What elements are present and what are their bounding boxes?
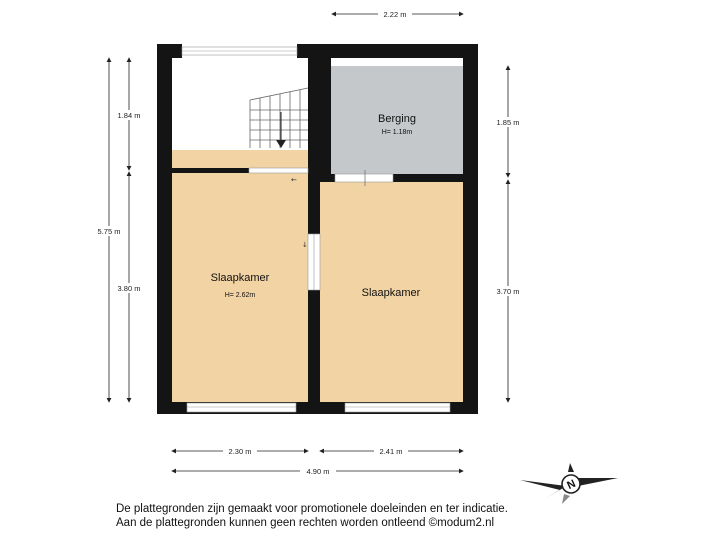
dim-top: 2.22 m (384, 10, 407, 19)
disclaimer: De plattegronden zijn gemaakt voor promo… (116, 502, 508, 530)
door-arrow-side-icon: ↓ (302, 241, 308, 249)
slaapkamer-left-floor (172, 172, 308, 402)
disclaimer-line-2: Aan de plattegronden kunnen geen rechten… (116, 517, 495, 529)
dim-left-lower: 3.80 m (118, 284, 141, 293)
room-name-slaapkamer-right: Slaapkamer (362, 287, 421, 299)
dim-right-upper: 1.85 m (497, 118, 520, 127)
stair-arrow-icon (276, 140, 286, 148)
disclaimer-line-1: De plattegronden zijn gemaakt voor promo… (116, 503, 508, 515)
room-name-slaapkamer-left: Slaapkamer (211, 272, 270, 284)
dim-left-upper: 1.84 m (118, 111, 141, 120)
landing-floor (172, 150, 308, 170)
dim-bottom-left: 2.30 m (229, 447, 252, 456)
staircase (249, 87, 309, 148)
dim-left-total: 5.75 m (98, 227, 121, 236)
windows (181, 46, 451, 413)
berging-floor (331, 66, 463, 174)
compass-icon: N (520, 463, 618, 504)
dim-bottom-total: 4.90 m (307, 467, 330, 476)
room-height-slaapkamer-left: H= 2.62m (225, 292, 256, 299)
slaapkamer-right-floor (320, 182, 463, 402)
room-name-berging: Berging (378, 113, 416, 125)
dim-right-lower: 3.70 m (497, 287, 520, 296)
door-arrow-top-icon: ← (291, 176, 297, 184)
room-height-berging: H= 1.18m (382, 129, 413, 136)
dim-bottom-right: 2.41 m (380, 447, 403, 456)
